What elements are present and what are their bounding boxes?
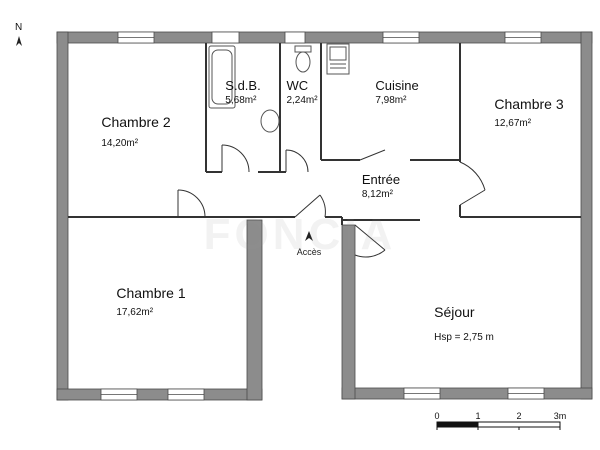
entrance-arrow-icon [305,231,313,241]
room-name: Séjour [434,304,475,320]
room-area: 5,68m² [225,95,257,106]
bathtub-inner [211,49,233,105]
room-area: 14,20m² [101,138,139,149]
north-arrow-icon [16,36,22,46]
room-area: 12,67m² [494,118,532,129]
doors [177,144,486,258]
toilet-bowl [295,51,311,73]
room-area: 7,98m² [375,95,407,106]
room-area: 2,24m² [286,95,318,106]
room-sejour: Séjour Hsp = 2,75 m [434,304,494,343]
room-area: 8,12m² [361,189,393,200]
toilet-tank [294,45,312,53]
room-name: Chambre 1 [116,285,186,301]
room-chambre-1: Chambre 1 17,62m² [116,285,185,318]
north-label: N [15,22,23,33]
room-name: Chambre 3 [494,96,564,112]
room-wc: WC 2,24m² [286,78,317,106]
interior-walls [68,43,581,225]
room-area: 17,62m² [116,307,154,318]
outer-walls [56,31,593,401]
window [211,31,240,44]
room-entree: Entrée 8,12m² [362,172,400,200]
window [284,31,306,44]
scale-bar [436,421,561,430]
scale-tick-label: 3m [553,411,567,421]
scale-tick-label: 1 [475,411,481,421]
watermark-logo: FONCIA [203,210,397,259]
room-cuisine: Cuisine 7,98m² [375,78,418,106]
room-name: S.d.B. [225,78,261,93]
room-chambre-3: Chambre 3 12,67m² [494,96,563,129]
room-salle-de-bain: S.d.B. 5,68m² [225,78,260,106]
room-name: Chambre 2 [101,114,171,130]
entrance-label: Accès [296,247,322,257]
fixtures [208,43,350,133]
room-name: Cuisine [375,78,419,93]
scale-tick-label: 2 [516,411,522,421]
kitchen-sink-basin [329,46,347,61]
washbasin [260,109,280,133]
ceiling-height-note: Hsp = 2,75 m [434,332,494,343]
scale-tick-label: 0 [434,411,440,421]
windows [100,31,545,401]
room-name: Entrée [361,172,401,187]
room-name: WC [286,78,309,93]
room-chambre-2: Chambre 2 14,20m² [101,114,170,149]
